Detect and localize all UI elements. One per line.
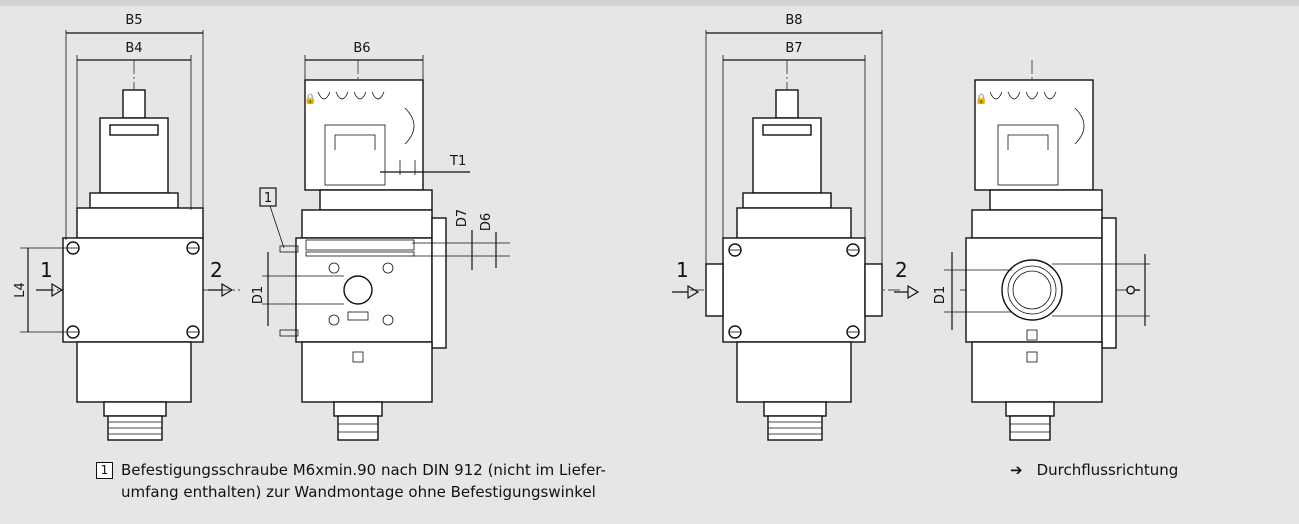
callout-1: 1	[264, 191, 272, 206]
dim-b4: B4	[125, 41, 142, 56]
footnote: 1 Befestigungsschraube M6xmin.90 nach DIN…	[96, 459, 656, 503]
dim-d1-right: D1	[933, 286, 948, 304]
svg-text:🔒: 🔒	[975, 93, 987, 105]
footnote-line1: Befestigungsschraube M6xmin.90 nach DIN …	[121, 461, 606, 479]
dim-b5: B5	[125, 13, 142, 28]
port-outlet-label: 2	[210, 258, 223, 282]
view-side-left: 🔒 1 B6	[251, 41, 510, 441]
view-front-left: B5 B4 L4 1 2	[13, 13, 240, 441]
port-inlet-label-right: 1	[676, 258, 689, 282]
svg-text:🔒: 🔒	[304, 93, 316, 105]
wrench-size-icon: ⚲	[1123, 284, 1142, 296]
port-outlet-label-right: 2	[895, 258, 908, 282]
dim-b6: B6	[353, 41, 370, 56]
flow-direction-label: Durchflussrichtung	[1036, 461, 1179, 479]
dim-l4: L4	[13, 282, 28, 298]
dim-b7: B7	[785, 41, 802, 56]
top-strip	[0, 0, 1299, 6]
view-side-right: 🔒 D1 ⚲	[933, 60, 1150, 441]
dim-d1-left: D1	[251, 286, 266, 304]
footnote-line2: umfang enthalten) zur Wandmontage ohne B…	[121, 483, 596, 501]
dim-d6: D6	[479, 213, 494, 231]
dim-d7: D7	[455, 209, 470, 227]
dim-b8: B8	[785, 13, 802, 28]
view-front-right: B8 B7 1 2	[672, 13, 920, 441]
flow-arrow-icon: ➔	[1010, 461, 1023, 479]
dim-t1: T1	[449, 154, 466, 169]
port-inlet-label: 1	[40, 258, 53, 282]
legend-flow: ➔ Durchflussrichtung	[1010, 459, 1178, 481]
footnote-number: 1	[96, 462, 113, 479]
